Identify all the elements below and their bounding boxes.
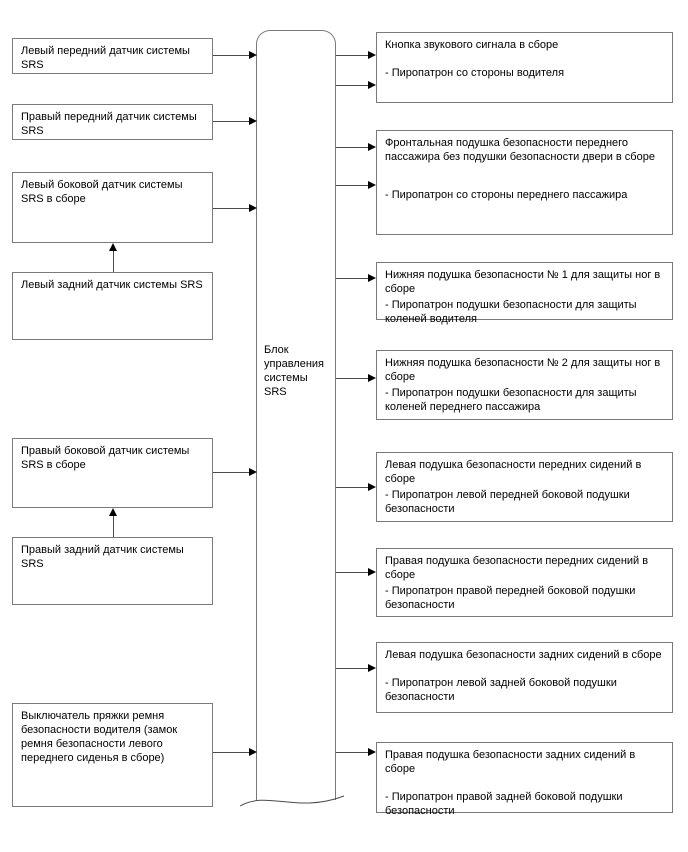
seat-belt-buckle-switch-label: Выключатель пряжки ремня безопасности во… xyxy=(21,710,178,764)
sensor-side-right-label: Правый боковой датчик системы SRS в сбор… xyxy=(21,445,190,471)
sensor-side-left-label: Левый боковой датчик системы SRS в сборе xyxy=(21,179,183,205)
horn-button-title: Кнопка звукового сигнала в сборе xyxy=(385,39,559,51)
knee-airbag-1-box: Нижняя подушка безопасности № 1 для защи… xyxy=(376,262,673,325)
connector-line xyxy=(213,208,249,209)
connector-line xyxy=(213,121,249,122)
sensor-front-left-label: Левый передний датчик системы SRS xyxy=(21,45,190,71)
rear-seat-right-airbag-title: Правая подушка безопасности задних сиден… xyxy=(385,749,636,775)
break-wave-line xyxy=(239,795,345,807)
arrowhead-right-icon xyxy=(249,204,257,212)
arrowhead-right-icon xyxy=(249,748,257,756)
arrowhead-right-icon xyxy=(368,664,376,672)
rear-seat-left-airbag-title: Левая подушка безопасности задних сидени… xyxy=(385,649,662,661)
front-seat-right-airbag-pyro: - Пиропатрон правой передней боковой под… xyxy=(385,585,636,611)
knee-airbag-1-title: Нижняя подушка безопасности № 1 для защи… xyxy=(385,269,661,295)
connector-line xyxy=(213,472,249,473)
sensor-rear-left-box: Левый задний датчик системы SRS xyxy=(12,272,213,340)
sensor-front-right-box: Правый передний датчик системы SRS xyxy=(12,104,213,140)
connector-line xyxy=(113,251,114,272)
connector-line xyxy=(336,147,368,148)
arrowhead-right-icon xyxy=(368,143,376,151)
arrowhead-right-icon xyxy=(368,568,376,576)
sensor-rear-right-label: Правый задний датчик системы SRS xyxy=(21,544,184,570)
connector-line xyxy=(336,185,368,186)
connector-line xyxy=(336,487,368,488)
arrowhead-right-icon xyxy=(368,748,376,756)
arrowhead-up-icon xyxy=(109,243,117,251)
passenger-front-airbag-pyro: - Пиропатрон со стороны переднего пассаж… xyxy=(385,189,628,201)
arrowhead-right-icon xyxy=(368,374,376,382)
arrowhead-right-icon xyxy=(368,51,376,59)
knee-airbag-1-pyro: - Пиропатрон подушки безопасности для за… xyxy=(385,299,637,325)
arrowhead-right-icon xyxy=(249,468,257,476)
arrowhead-right-icon xyxy=(368,181,376,189)
knee-airbag-2-title: Нижняя подушка безопасности № 2 для защи… xyxy=(385,357,661,383)
sensor-front-right-label: Правый передний датчик системы SRS xyxy=(21,111,197,137)
connector-line xyxy=(213,752,249,753)
sensor-rear-right-box: Правый задний датчик системы SRS xyxy=(12,537,213,605)
connector-line xyxy=(336,378,368,379)
horn-button-pyro: - Пиропатрон со стороны водителя xyxy=(385,67,565,79)
arrowhead-right-icon xyxy=(368,274,376,282)
seat-belt-buckle-switch-box: Выключатель пряжки ремня безопасности во… xyxy=(12,703,213,807)
sensor-front-left-box: Левый передний датчик системы SRS xyxy=(12,38,213,74)
arrowhead-right-icon xyxy=(368,483,376,491)
passenger-front-airbag-title: Фронтальная подушка безопасности передне… xyxy=(385,137,655,163)
front-seat-left-airbag-box: Левая подушка безопасности передних сиде… xyxy=(376,452,673,522)
rear-seat-right-airbag-pyro: - Пиропатрон правой задней боковой подуш… xyxy=(385,791,623,817)
knee-airbag-2-pyro: - Пиропатрон подушки безопасности для за… xyxy=(385,387,637,413)
front-seat-left-airbag-pyro: - Пиропатрон левой передней боковой поду… xyxy=(385,489,630,515)
front-seat-right-airbag-box: Правая подушка безопасности передних сид… xyxy=(376,548,673,617)
front-seat-right-airbag-title: Правая подушка безопасности передних сид… xyxy=(385,555,649,581)
connector-line xyxy=(336,85,368,86)
connector-line xyxy=(113,516,114,537)
srs-control-unit-label: Блок управления системы SRS xyxy=(264,344,324,398)
arrowhead-up-icon xyxy=(109,508,117,516)
rear-seat-left-airbag-pyro: - Пиропатрон левой задней боковой подушк… xyxy=(385,677,617,703)
rear-seat-right-airbag-box: Правая подушка безопасности задних сиден… xyxy=(376,742,673,817)
sensor-rear-left-label: Левый задний датчик системы SRS xyxy=(21,279,203,291)
front-seat-left-airbag-title: Левая подушка безопасности передних сиде… xyxy=(385,459,642,485)
connector-line xyxy=(336,278,368,279)
horn-button-box: Кнопка звукового сигнала в сборе - Пироп… xyxy=(376,32,673,103)
connector-line xyxy=(336,572,368,573)
connector-line xyxy=(336,55,368,56)
arrowhead-right-icon xyxy=(249,117,257,125)
arrowhead-right-icon xyxy=(368,81,376,89)
rear-seat-left-airbag-box: Левая подушка безопасности задних сидени… xyxy=(376,642,673,713)
passenger-front-airbag-box: Фронтальная подушка безопасности передне… xyxy=(376,130,673,235)
sensor-side-right-box: Правый боковой датчик системы SRS в сбор… xyxy=(12,438,213,508)
connector-line xyxy=(213,55,249,56)
srs-control-unit-box: Блок управления системы SRS xyxy=(256,30,336,800)
sensor-side-left-box: Левый боковой датчик системы SRS в сборе xyxy=(12,172,213,243)
knee-airbag-2-box: Нижняя подушка безопасности № 2 для защи… xyxy=(376,350,673,420)
connector-line xyxy=(336,752,368,753)
connector-line xyxy=(336,668,368,669)
arrowhead-right-icon xyxy=(249,51,257,59)
